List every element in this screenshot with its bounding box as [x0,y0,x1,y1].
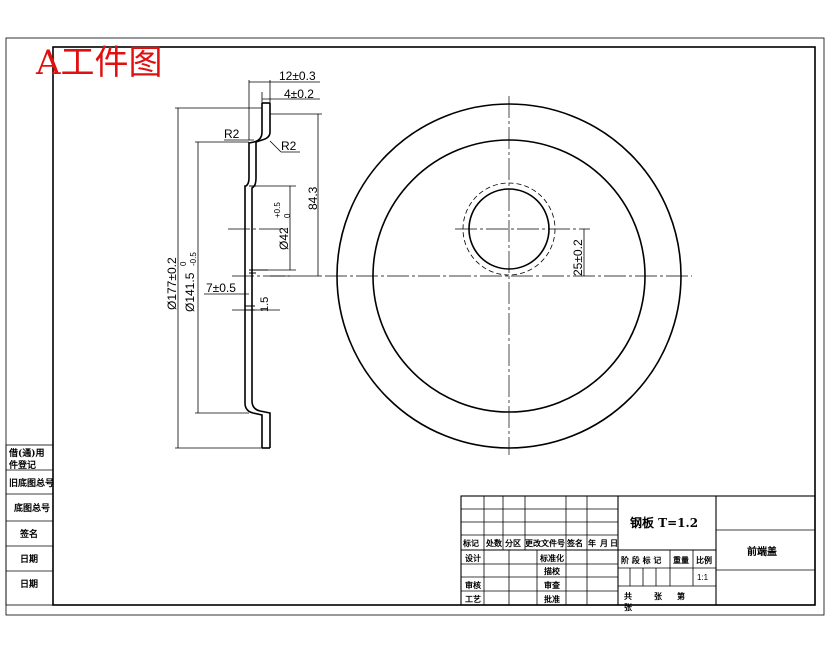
side-view: 12±0.3 4±0.2 R2 R2 84.3 Ø42 +0.5 0 Ø177±… [165,69,322,449]
side-panel-label: 借(通)用 [8,447,45,459]
tb-design: 设计 [465,553,481,563]
tb-header-sign: 签名 [566,538,583,548]
tb-sheet: 张 [654,591,663,601]
side-panel-label: 旧底图总号 [9,477,54,489]
dim-outer-diameter: Ø177±0.2 [165,257,179,310]
dim-mid-tol-lower: -0.5 [189,252,198,266]
side-panel-label: 签名 [19,528,38,540]
tb-header-change-doc: 更改文件号 [525,538,565,548]
dim-hole-radius: 25±0.2 [571,239,585,276]
tb-weight: 重量 [673,555,689,565]
tb-stage-mark: 阶 段 标 记 [621,555,661,565]
dim-gap: 1.5 [259,297,271,312]
dim-offset: 7±0.5 [206,281,236,295]
side-panel: 借(通)用 件登记 旧底图总号 底图总号 签名 日期 日期 [5,444,54,606]
outer-frame [5,37,825,616]
profile-outline-left [244,103,263,448]
tb-header-day: 日 [610,538,618,548]
dim-hole-diameter: Ø42 [277,227,291,250]
tb-scale: 比例 [696,555,712,565]
tb-standardization: 标准化 [539,553,564,563]
dim-width-total: 12±0.3 [279,69,316,83]
leader-r2-inner [269,140,282,153]
tb-total-sheets: 共 [624,591,632,601]
tb-inspection: 审查 [544,580,561,590]
tb-material: 钢板 T=1.2 [630,515,698,530]
dim-hole-tol-upper: +0.5 [273,202,282,218]
dim-mid-diameter: Ø141.5 [183,272,197,312]
side-panel-frame [5,444,54,606]
tb-drawing-check: 描校 [544,566,561,576]
stamp-label: A工件图 [35,43,163,83]
side-panel-label: 日期 [20,578,38,590]
front-view: 25±0.2 [325,96,692,455]
dim-mid-tol-upper: 0 [179,261,188,266]
profile-hub-lower [245,305,255,311]
tb-header-month: 月 [599,538,608,548]
tb-sheet-no: 第 [677,591,685,601]
tb-process: 工艺 [465,594,481,604]
dim-width-step: 4±0.2 [284,87,314,101]
tb-part-name: 前端盖 [747,545,777,558]
dim-radius-inner: R2 [281,139,297,153]
tb-header-mark: 标记 [462,538,479,548]
tb-header-count: 处数 [485,538,503,548]
dim-radius-outer: R2 [224,127,240,141]
profile-outline-right [251,103,271,448]
dim-depth: 84.3 [306,186,320,210]
tb-header-year: 年 [588,538,596,548]
tb-sheet-label: 张 [624,602,633,612]
title-block: 标记 处数 分区 更改文件号 签名 年 月 日 设计 标准化 描校 审核 审查 … [460,495,816,612]
side-panel-label: 底图总号 [14,502,50,514]
tb-scale-value: 1:1 [697,573,709,582]
side-panel-label: 件登记 [9,459,36,471]
tb-header-zone: 分区 [505,538,521,548]
side-panel-label: 日期 [20,553,38,565]
dim-hole-tol-lower: 0 [283,213,292,218]
inner-frame [52,46,816,606]
tb-review: 审核 [465,580,481,590]
tb-approval: 批准 [544,594,560,604]
